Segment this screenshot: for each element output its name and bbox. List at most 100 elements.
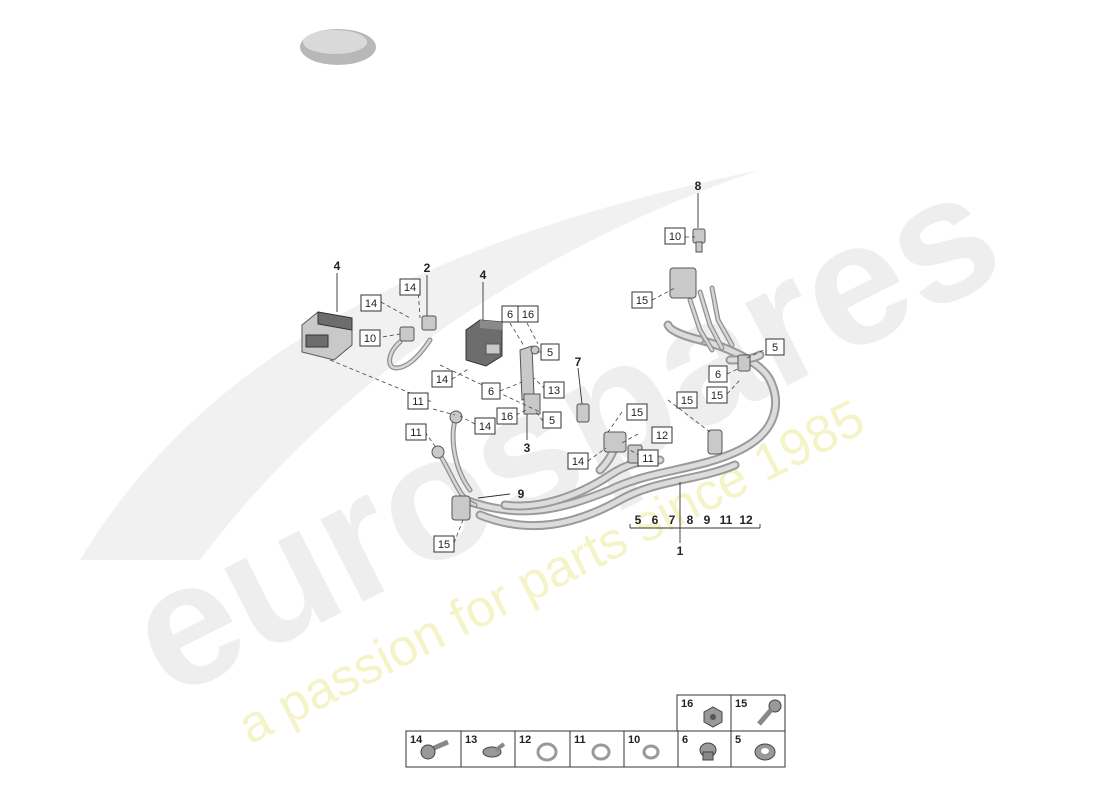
box-6-mid: 6 [501, 305, 519, 323]
svg-text:10: 10 [628, 734, 640, 746]
svg-text:12: 12 [656, 430, 668, 442]
parts-table-cell: 6 [677, 730, 732, 768]
svg-text:16: 16 [681, 698, 693, 710]
part-3-bracket [519, 345, 541, 415]
svg-text:15: 15 [438, 539, 450, 551]
svg-text:14: 14 [436, 374, 448, 386]
box-11-b: 11 [405, 423, 427, 441]
nut-icon [703, 706, 723, 728]
box-5-right: 5 [765, 338, 785, 356]
svg-text:15: 15 [636, 295, 648, 307]
watermark-swoosh [80, 170, 760, 560]
box-14-a: 14 [399, 278, 421, 296]
includes-item: 8 [687, 513, 694, 527]
callout-1: 1 [677, 544, 684, 558]
callout-8: 8 [695, 179, 702, 193]
includes-item: 9 [704, 513, 711, 527]
includes-item: 11 [720, 513, 733, 527]
svg-text:13: 13 [465, 734, 477, 746]
box-11-a: 11 [407, 392, 429, 410]
box-15-right: 15 [706, 386, 728, 404]
box-5-low: 5 [542, 411, 562, 429]
bolt-icon [420, 739, 449, 760]
o-ring-icon [591, 743, 611, 761]
includes-item: 6 [652, 513, 659, 527]
box-16-low: 16 [496, 407, 518, 425]
callout-9: 9 [518, 487, 525, 501]
svg-text:6: 6 [682, 734, 688, 746]
callout-3: 3 [524, 441, 531, 455]
includes-item: 7 [669, 513, 676, 527]
svg-text:6: 6 [488, 386, 494, 398]
svg-text:11: 11 [412, 396, 423, 408]
box-16-mid: 16 [517, 305, 539, 323]
parts-table-cell: 15 [730, 694, 786, 732]
box-15-a: 15 [631, 291, 653, 309]
parts-table-cell: 11 [569, 730, 625, 768]
svg-text:11: 11 [410, 427, 421, 439]
includes-item: 5 [635, 513, 642, 527]
part-4-receiver [465, 319, 503, 367]
svg-text:5: 5 [547, 347, 553, 359]
parts-table-cell: 13 [460, 730, 516, 768]
svg-text:11: 11 [642, 453, 653, 465]
svg-text:16: 16 [501, 411, 513, 423]
parts-table-cell: 14 [405, 730, 462, 768]
svg-text:15: 15 [681, 395, 693, 407]
box-14-b: 14 [360, 294, 382, 312]
svg-text:14: 14 [410, 734, 423, 746]
svg-text:14: 14 [404, 282, 416, 294]
o-ring-icon [642, 744, 660, 760]
box-11-c: 11 [637, 449, 659, 467]
box-15-b: 15 [626, 403, 648, 421]
svg-text:14: 14 [572, 456, 584, 468]
svg-text:11: 11 [574, 734, 586, 746]
box-12: 12 [651, 426, 673, 444]
svg-text:13: 13 [548, 385, 560, 397]
callout-4-right: 4 [480, 268, 487, 282]
svg-text:14: 14 [365, 298, 377, 310]
parts-table-cell: 12 [514, 730, 571, 768]
svg-text:5: 5 [772, 342, 778, 354]
boxed-labels: 10 15 5 6 15 14 14 10 6 16 5 14 6 13 16 … [359, 227, 785, 553]
box-5-mid: 5 [540, 343, 560, 361]
svg-text:6: 6 [507, 309, 513, 321]
box-14-c: 14 [431, 370, 453, 388]
svg-text:10: 10 [669, 231, 681, 243]
box-15-c: 15 [676, 391, 698, 409]
includes-item: 12 [739, 513, 753, 527]
svg-text:5: 5 [735, 734, 741, 746]
solid-leaders [336, 193, 761, 543]
part-2-hose [387, 315, 437, 371]
parts-table-cell: 10 [623, 730, 679, 768]
grommet-icon [699, 742, 717, 761]
box-15-bottom: 15 [433, 535, 455, 553]
svg-text:16: 16 [522, 309, 534, 321]
part-7-sensor [576, 403, 590, 423]
grommet-cover [300, 29, 376, 65]
box-10-left: 10 [359, 329, 381, 347]
svg-text:15: 15 [735, 698, 747, 710]
box-10-top: 10 [664, 227, 686, 245]
part-8-fitting [692, 228, 706, 253]
box-14-e: 14 [567, 452, 589, 470]
box-6-right: 6 [708, 365, 728, 383]
svg-text:14: 14 [479, 421, 491, 433]
callout-4-left: 4 [334, 259, 341, 273]
svg-text:15: 15 [711, 390, 723, 402]
washer-icon [754, 743, 776, 761]
assembly-1-includes: 5 6 7 8 9 11 12 [635, 513, 753, 527]
part-4-module-left [301, 311, 353, 361]
svg-text:5: 5 [549, 415, 555, 427]
callout-7: 7 [575, 355, 582, 369]
box-14-d: 14 [474, 417, 496, 435]
parts-table-cell: 5 [730, 730, 786, 768]
svg-text:15: 15 [631, 407, 643, 419]
svg-text:6: 6 [715, 369, 721, 381]
bolt-icon [757, 699, 782, 726]
box-13: 13 [543, 381, 565, 399]
box-6-low: 6 [481, 382, 501, 400]
parts-table: 16 15 14 13 12 11 [405, 694, 786, 768]
